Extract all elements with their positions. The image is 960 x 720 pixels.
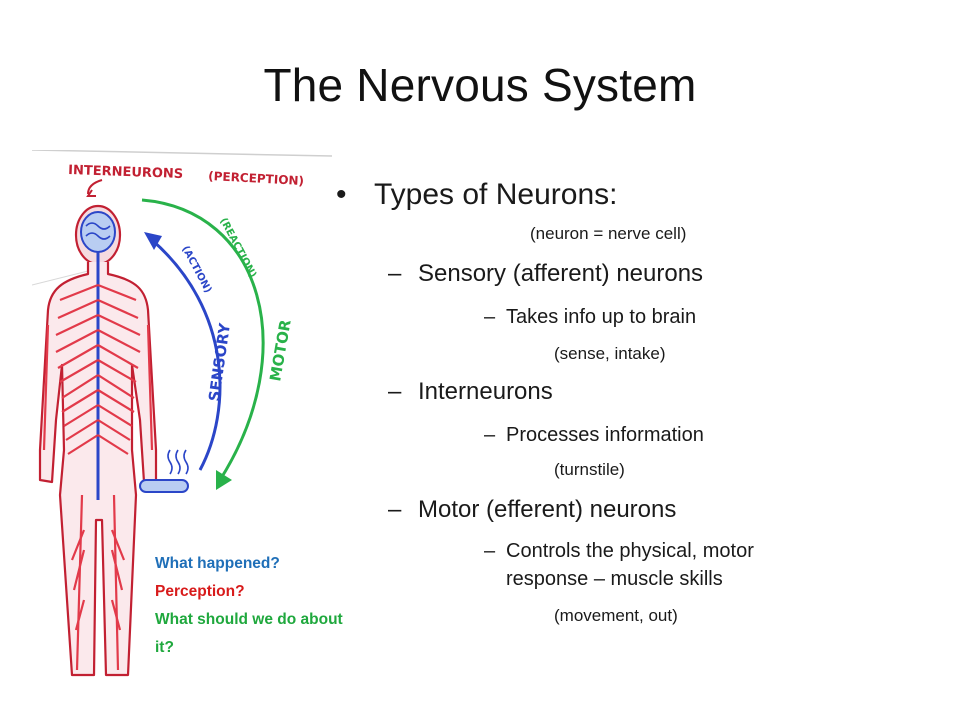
item-sensory-note: (sense, intake) — [554, 344, 666, 363]
heading-types-of-neurons: Types of Neurons: — [374, 178, 618, 211]
sensory-arrow — [151, 238, 222, 471]
question-what-should-we-do: What should we do about it? — [155, 611, 343, 656]
bullet-dot: • — [336, 178, 347, 211]
dash: – — [484, 306, 496, 328]
nervous-system-illustration: INTERNEURONS (PERCEPTION) (REACTION) (AC… — [32, 150, 362, 680]
item-interneurons-label: Interneurons — [418, 378, 553, 405]
dash: – — [388, 378, 402, 405]
item-sensory-label: Sensory (afferent) neurons — [418, 260, 704, 287]
question-perception: Perception? — [155, 583, 245, 600]
question-what-happened: What happened? — [155, 555, 280, 572]
heading-note: (neuron = nerve cell) — [530, 224, 687, 243]
label-interneurons: INTERNEURONS — [68, 163, 184, 182]
item-motor-note: (movement, out) — [554, 606, 678, 625]
dash: – — [484, 424, 496, 446]
label-sensory: SENSORY — [205, 321, 234, 403]
page-title: The Nervous System — [263, 59, 697, 111]
item-interneurons-note: (turnstile) — [554, 460, 625, 479]
label-perception: (PERCEPTION) — [208, 169, 305, 188]
label-motor: MOTOR — [266, 318, 295, 383]
dash: – — [484, 540, 496, 562]
brain-icon — [80, 211, 116, 253]
motor-arrow — [141, 198, 265, 481]
dash: – — [388, 260, 402, 287]
label-action: (ACTION) — [179, 244, 213, 295]
body-diagram: INTERNEURONS (PERCEPTION) (REACTION) (AC… — [32, 150, 333, 677]
item-motor-label: Motor (efferent) neurons — [418, 496, 677, 523]
question-caption: What happened? Perception? What should w… — [155, 550, 360, 662]
dash: – — [388, 496, 402, 523]
label-reaction: (REACTION) — [217, 216, 258, 280]
